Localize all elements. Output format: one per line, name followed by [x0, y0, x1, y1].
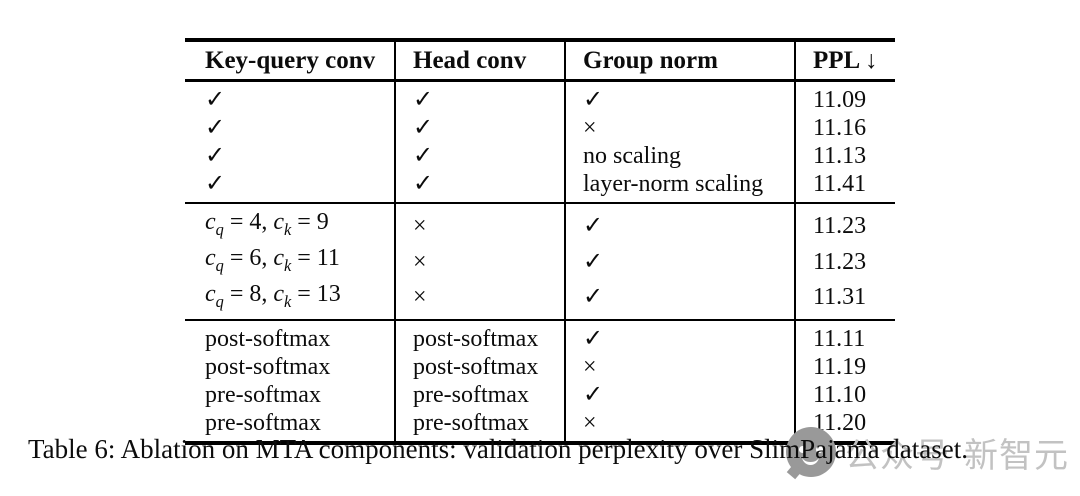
- cell-key-query-conv-math: cq = 4, ck = 9: [185, 202, 395, 244]
- cell-ppl: 11.13: [794, 142, 895, 170]
- cell-group-norm: ×: [564, 409, 795, 444]
- cell-group-norm: ✓: [564, 319, 795, 354]
- logo-mouth-icon: [802, 453, 819, 465]
- cell-head-conv: pre-softmax: [394, 381, 565, 410]
- cell-ppl: 11.10: [794, 381, 895, 410]
- table-row: cq = 4, ck = 9 × ✓ 11.23: [185, 202, 895, 244]
- cell-head-conv: ✓: [394, 142, 565, 170]
- cell-group-norm: ×: [564, 114, 795, 142]
- cell-key-query-conv: post-softmax: [185, 319, 395, 354]
- cell-key-query-conv: ✓: [205, 171, 226, 197]
- cell-head-conv: ×: [394, 202, 565, 244]
- ablation-table: Key-query conv Head conv Group norm PPL …: [185, 38, 895, 446]
- cell-key-query-conv: post-softmax: [205, 354, 331, 381]
- table-block-conv-sizes: cq = 4, ck = 9 × ✓ 11.23 cq = 6, ck = 11…: [185, 202, 895, 321]
- cell-head-conv: pre-softmax: [394, 409, 565, 444]
- cell-head-conv: ✓: [394, 114, 565, 142]
- table-block-full-mta: ✓ ✓ ✓ 11.09 ✓ ✓ × 11.16 ✓ ✓ no scaling 1…: [185, 80, 895, 203]
- cell-key-query-conv: ✓: [205, 87, 226, 113]
- wechat-official-account-logo-icon: [786, 427, 836, 477]
- cell-ppl: 11.11: [794, 319, 895, 354]
- cell-key-query-conv: pre-softmax: [205, 382, 321, 409]
- cell-head-conv: ✓: [394, 80, 565, 114]
- table-row: cq = 6, ck = 11 × ✓ 11.23: [185, 243, 895, 280]
- column-header-key-query-conv: Key-query conv: [185, 40, 395, 82]
- cell-head-conv: ✓: [394, 170, 565, 203]
- cell-head-conv: ×: [394, 243, 565, 280]
- table-row: pre-softmax pre-softmax ✓ 11.10: [185, 381, 895, 410]
- table-header-row: Key-query conv Head conv Group norm PPL …: [185, 40, 895, 82]
- cell-key-query-conv-math: cq = 8, ck = 13: [205, 280, 341, 311]
- cell-key-query-conv: ✓: [205, 115, 226, 141]
- logo-eye-icon: [816, 446, 823, 453]
- cell-group-norm: ✓: [564, 279, 795, 321]
- cell-group-norm: ✓: [564, 381, 795, 410]
- watermark: 公众号 新智元: [786, 427, 1069, 477]
- table-caption: Table 6: Ablation on MTA components: val…: [28, 434, 969, 464]
- table-row: ✓ ✓ × 11.16: [185, 114, 895, 142]
- cell-ppl: 11.23: [794, 243, 895, 280]
- cell-ppl: 11.23: [794, 202, 895, 244]
- cell-group-norm: ×: [564, 353, 795, 382]
- cell-ppl-best: 11.09: [794, 80, 895, 114]
- column-header-group-norm: Group norm: [564, 40, 795, 82]
- cell-ppl: 11.19: [794, 353, 895, 382]
- table-block-softmax-variants: post-softmax post-softmax ✓ 11.11 post-s…: [185, 319, 895, 444]
- cell-group-norm: ✓: [564, 243, 795, 280]
- cell-group-norm: layer-norm scaling: [564, 170, 795, 203]
- column-header-ppl: PPL ↓: [794, 40, 895, 82]
- table-row: ✓ ✓ layer-norm scaling 11.41: [185, 170, 895, 203]
- cell-ppl: 11.41: [794, 170, 895, 203]
- table-row: post-softmax post-softmax × 11.19: [185, 353, 895, 382]
- cell-head-conv: post-softmax: [394, 319, 565, 354]
- cell-key-query-conv: ✓: [205, 143, 226, 169]
- cell-head-conv: ×: [394, 279, 565, 321]
- table-row: post-softmax post-softmax ✓ 11.11: [185, 319, 895, 354]
- cell-group-norm: ✓: [564, 80, 795, 114]
- cell-ppl: 11.16: [794, 114, 895, 142]
- logo-eye-icon: [799, 446, 806, 453]
- watermark-account-label: 公众号: [845, 435, 950, 476]
- cell-key-query-conv: pre-softmax: [205, 410, 321, 437]
- cell-head-conv: post-softmax: [394, 353, 565, 382]
- cell-ppl: 11.31: [794, 279, 895, 321]
- table-row: ✓ ✓ no scaling 11.13: [185, 142, 895, 170]
- table-row: cq = 8, ck = 13 × ✓ 11.31: [185, 279, 895, 321]
- cell-group-norm: ✓: [564, 202, 795, 244]
- cell-group-norm: no scaling: [564, 142, 795, 170]
- table-row: pre-softmax pre-softmax × 11.20: [185, 409, 895, 444]
- cell-key-query-conv-math: cq = 6, ck = 11: [205, 244, 340, 275]
- watermark-account-name: 新智元: [964, 435, 1069, 476]
- column-header-head-conv: Head conv: [394, 40, 565, 82]
- table-row: ✓ ✓ ✓ 11.09: [185, 80, 895, 114]
